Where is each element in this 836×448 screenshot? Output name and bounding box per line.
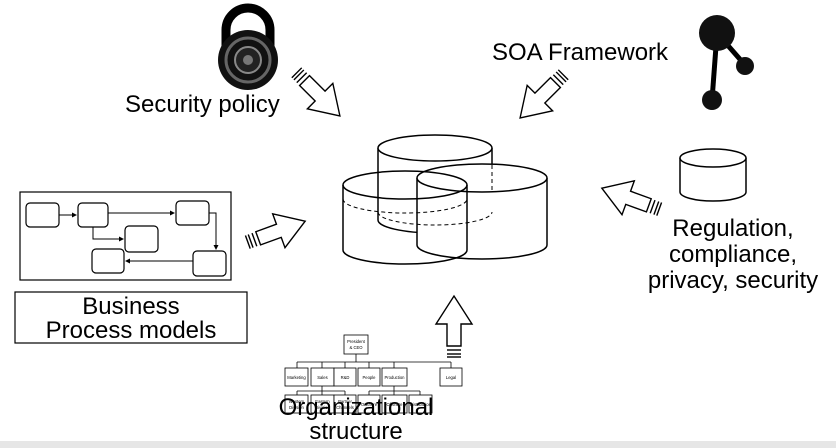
org-text: Eastern [315, 399, 330, 404]
org-text: Sales [317, 375, 327, 380]
business-label-line1: Business [82, 293, 179, 320]
arrow-from-org-structure [434, 294, 474, 358]
data-repository-cylinders-icon [342, 134, 548, 265]
org-box-western [284, 394, 309, 414]
process-step-box [25, 202, 60, 228]
business-label-line2: Process models [46, 317, 217, 344]
regulation-label-line3: privacy, security [648, 267, 818, 294]
org-text: Channels [336, 405, 354, 410]
process-step-box [175, 200, 210, 226]
soa-framework-label: SOA Framework [492, 39, 669, 66]
arrow-from-regulation [600, 179, 663, 217]
database-cylinder-icon [679, 148, 747, 202]
org-box-marketing [284, 367, 309, 387]
molecule-network-icon [699, 15, 754, 110]
regulation-label-line1: Regulation, [672, 215, 793, 242]
business-label-box [14, 291, 248, 344]
org-box-people [357, 367, 381, 387]
arrow-from-soa-framework [519, 69, 569, 119]
org-text: Western [289, 399, 305, 404]
org-box-distribution [408, 394, 433, 414]
process-step-box [77, 202, 109, 228]
org-label-line2: structure [309, 418, 402, 445]
org-text: Distribution [410, 402, 432, 407]
org-box-rnd [333, 367, 357, 387]
org-chart-thumbnail: President & CEO Marketing Sales R&D Peop… [284, 334, 463, 414]
process-step-box [124, 225, 159, 253]
org-text: & CEO [349, 345, 363, 350]
org-text: Offshore [387, 402, 404, 407]
org-text: R&D [341, 375, 350, 380]
org-text: Production [384, 375, 405, 380]
padlock-icon [218, 3, 278, 90]
arrow-from-business-process [244, 212, 307, 250]
org-box-onshore [357, 394, 381, 414]
process-flow-thumbnail [19, 191, 232, 281]
arrow-from-security-policy [291, 67, 341, 117]
security-policy-label: Security policy [125, 91, 280, 118]
org-text: Marketing [287, 375, 306, 380]
bottom-divider [0, 441, 836, 448]
org-text: Division [315, 405, 330, 410]
org-box-partner [333, 394, 357, 414]
org-label-line1: Organizational [279, 394, 434, 421]
org-text: Division [289, 405, 304, 410]
process-step-box [91, 248, 125, 274]
org-text: People [362, 375, 376, 380]
regulation-label-line2: compliance, [669, 241, 797, 268]
process-step-box [192, 250, 227, 277]
org-box-production [381, 367, 408, 387]
org-text: Onshore [361, 402, 378, 407]
org-box-legal [439, 367, 463, 387]
org-text: Partner [338, 399, 352, 404]
org-text: Legal [446, 375, 456, 380]
org-text: President [347, 339, 366, 344]
org-box-offshore [381, 394, 408, 414]
